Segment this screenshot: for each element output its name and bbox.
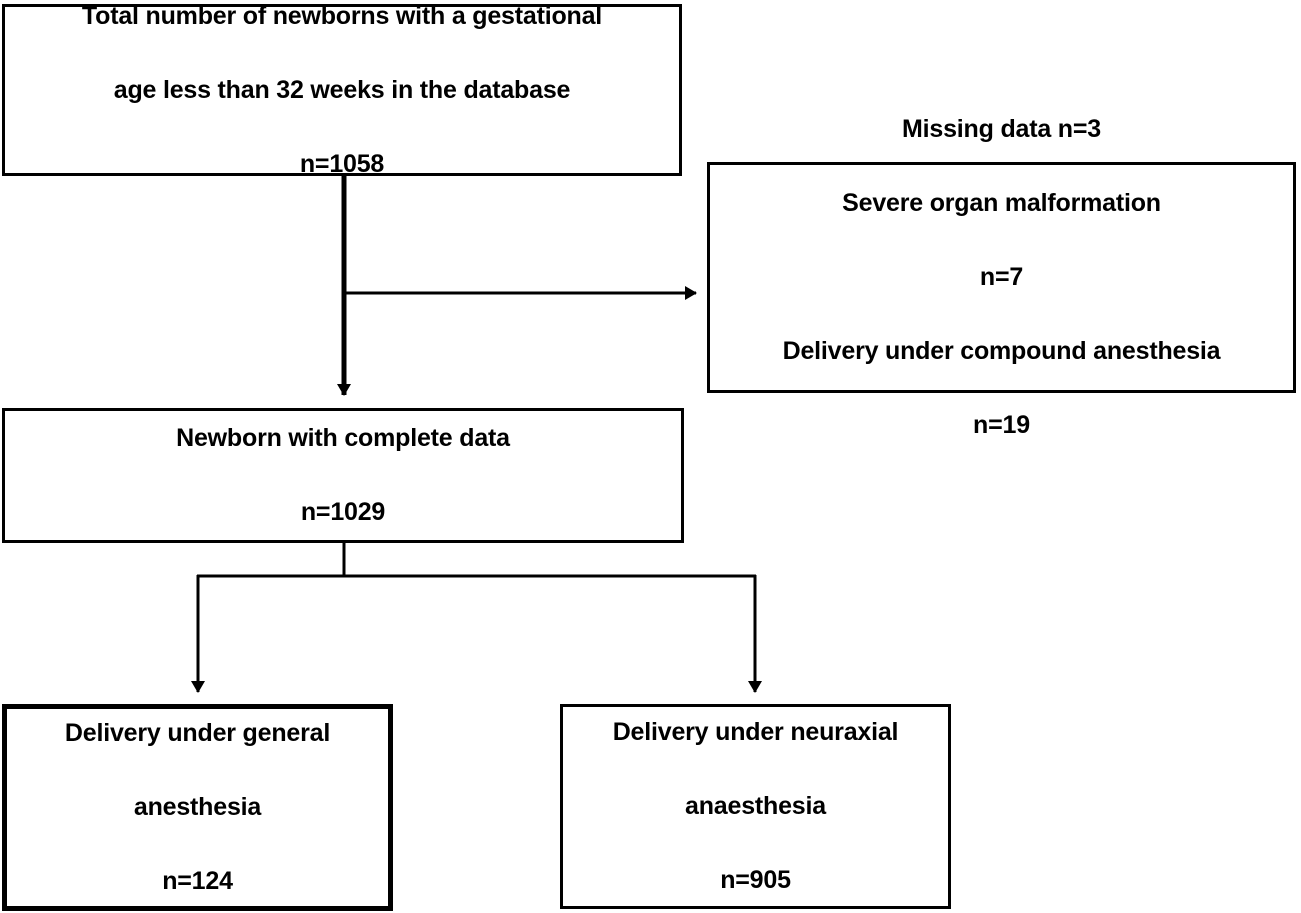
total-cohort-box: Total number of newborns with a gestatio… bbox=[2, 2, 682, 178]
exclusion-count-malformation: n=7 bbox=[979, 263, 1024, 291]
total-cohort-line-1: Total number of newborns with a gestatio… bbox=[81, 1, 603, 30]
complete-data-line-1: Newborn with complete data bbox=[176, 424, 510, 452]
general-anesthesia-box: Delivery under general anesthesia n=124 bbox=[2, 704, 393, 911]
general-anesthesia-line-2: anesthesia bbox=[133, 793, 262, 821]
neuraxial-anaesthesia-count: n=905 bbox=[720, 866, 791, 894]
exclusions-box: Missing data n=3 Severe organ malformati… bbox=[707, 115, 1296, 439]
complete-data-text: Newborn with complete data n=1029 bbox=[170, 383, 516, 568]
neuraxial-anaesthesia-box: Delivery under neuraxial anaesthesia n=9… bbox=[560, 704, 951, 909]
general-anesthesia-text: Delivery under general anesthesia n=124 bbox=[59, 678, 336, 913]
complete-data-box: Newborn with complete data n=1029 bbox=[2, 408, 684, 543]
general-anesthesia-count: n=124 bbox=[162, 867, 233, 895]
neuraxial-anaesthesia-text: Delivery under neuraxial anaesthesia n=9… bbox=[607, 677, 905, 913]
exclusions-text: Missing data n=3 Severe organ malformati… bbox=[777, 74, 1227, 481]
neuraxial-anaesthesia-line-2: anaesthesia bbox=[685, 792, 826, 820]
total-cohort-text: Total number of newborns with a gestatio… bbox=[76, 0, 608, 220]
neuraxial-anaesthesia-line-1: Delivery under neuraxial bbox=[612, 718, 899, 746]
exclusion-line-malformation: Severe organ malformation bbox=[842, 189, 1161, 217]
total-cohort-count: n=1058 bbox=[299, 149, 385, 178]
total-cohort-line-2: age less than 32 weeks in the database bbox=[113, 75, 571, 104]
exclusion-count-compound-anesthesia: n=19 bbox=[973, 411, 1030, 439]
exclusion-line-compound-anesthesia: Delivery under compound anesthesia bbox=[782, 337, 1221, 365]
general-anesthesia-line-1: Delivery under general bbox=[64, 719, 331, 747]
exclusion-line-missing-data: Missing data n=3 bbox=[902, 115, 1101, 143]
complete-data-count: n=1029 bbox=[300, 498, 386, 526]
